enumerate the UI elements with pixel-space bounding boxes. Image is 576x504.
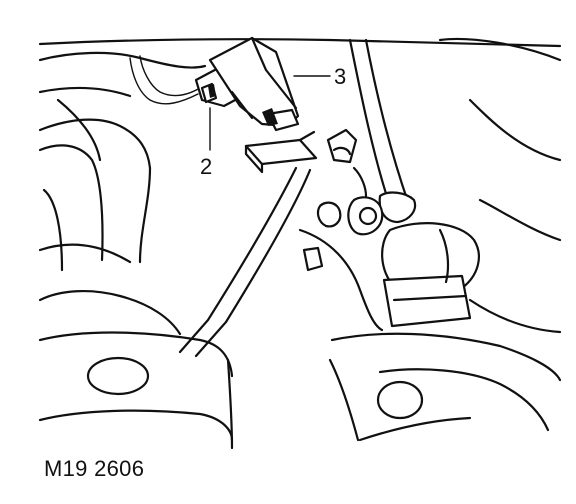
- engine-cover-right: [328, 37, 562, 442]
- figure-reference: M19 2606: [44, 456, 145, 481]
- hose-left: [38, 51, 207, 272]
- clip-fittings: [302, 128, 384, 272]
- callout-3-label: 3: [334, 64, 346, 89]
- callout-2-label: 2: [200, 154, 212, 179]
- bulkhead-edge: [38, 38, 562, 48]
- pipe-diagonal: [178, 166, 312, 358]
- vertical-rod: [348, 38, 417, 224]
- housing: [298, 222, 480, 332]
- shading-details: [208, 84, 278, 126]
- leader-lines: [209, 75, 331, 151]
- intake-plenum: [38, 243, 234, 450]
- sensor-wires: [129, 55, 201, 105]
- mounting-bracket: [244, 130, 318, 174]
- sensor-body: [208, 36, 300, 132]
